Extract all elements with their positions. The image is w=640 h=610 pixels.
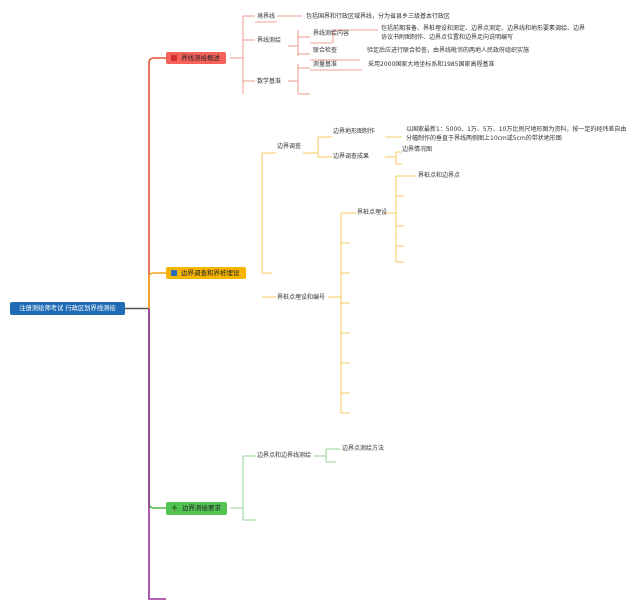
- topic-boundary-map-making-desc: 以国家最新1：5000、1万、5万、10万比例尺地形图为资料，按一定的经纬差自由…: [406, 126, 627, 142]
- topic-survey-datum-desc: 采用2000国家大地坐标系和1985国家高程基准: [368, 61, 495, 68]
- branch-label: 边界调查和界桩埋设: [181, 269, 240, 277]
- branch-connector-purple: [148, 308, 166, 600]
- topic-boundary-line[interactable]: 境界线: [257, 13, 276, 20]
- topic-joint-inspection-desc: 验定后应进行联合检查，由界线毗邻的两地人民政府组织实施: [367, 47, 530, 54]
- green-tree-icon: [171, 503, 178, 515]
- branch-orange-subconnectors: [261, 136, 416, 414]
- topic-math-datum[interactable]: 数学基准: [257, 78, 282, 85]
- topic-boundary-situation-map[interactable]: 边界情况图: [402, 146, 433, 153]
- topic-investigation-results[interactable]: 边界调查成果: [333, 153, 370, 160]
- topic-boundary-survey[interactable]: 界线测绘: [257, 37, 282, 44]
- topic-survey-content-desc: 包括前期准备、界桩埋设和测定、边界点测定、边界线和地形要素调绘、边界协议书附图制…: [381, 25, 586, 41]
- branch-connector-red: [148, 57, 166, 309]
- topic-point-survey-method[interactable]: 边界点测绘方法: [342, 445, 385, 452]
- branch-node-survey[interactable]: 边界调查和界桩埋设: [166, 267, 246, 279]
- topic-boundary-investigation[interactable]: 边界调查: [277, 143, 302, 150]
- topic-point-line-survey[interactable]: 边界点和边界线测绘: [257, 452, 312, 459]
- blue-square-icon: [171, 269, 177, 276]
- branch-green-subconnectors: [230, 448, 340, 521]
- root-node[interactable]: 注册测绘师考试 行政区划界线测绘: [10, 302, 125, 315]
- branch-node-requirements[interactable]: 边界测绘要求: [166, 502, 227, 515]
- topic-boundary-line-desc: 包括国界和行政区域界线，分为省县乡三级基本行政区: [306, 13, 451, 20]
- topic-survey-content[interactable]: 界线测绘内容: [313, 30, 350, 37]
- topic-marker-burial[interactable]: 界桩点埋设: [357, 209, 388, 216]
- topic-marker-burial-numbering[interactable]: 界桩点埋设和编号: [277, 294, 326, 301]
- topic-survey-datum[interactable]: 测量基准: [313, 61, 338, 68]
- branch-connector-green: [148, 308, 166, 509]
- branch-node-overview[interactable]: 界线测绘概述: [166, 52, 226, 64]
- branch-label: 边界测绘要求: [182, 504, 221, 512]
- branch-connector-orange: [148, 272, 166, 309]
- topic-marker-and-boundary-points[interactable]: 界桩点和边界点: [418, 172, 461, 179]
- branch-label: 界线测绘概述: [181, 54, 220, 62]
- topic-boundary-map-making[interactable]: 边界地形图制作: [333, 128, 376, 135]
- branch-red-subconnectors: [230, 15, 378, 95]
- red-square-icon: [171, 54, 177, 61]
- topic-joint-inspection[interactable]: 联合检查: [313, 47, 338, 54]
